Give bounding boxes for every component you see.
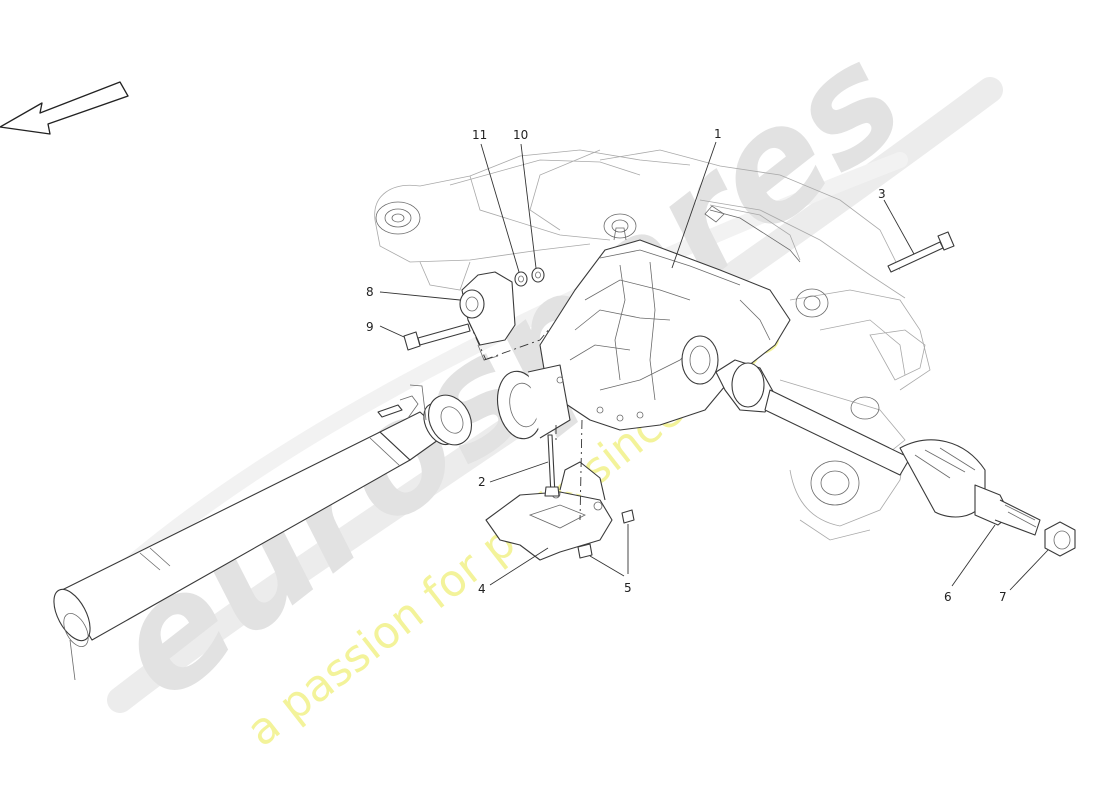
washers [514,267,545,287]
direction-arrow-icon [0,81,129,135]
callout-7: 7 [999,590,1007,604]
bolt-2 [544,434,560,497]
propeller-shaft [53,394,473,681]
callout-10: 10 [513,128,528,142]
watermark-swoosh [107,77,1003,713]
sensor-clip [377,384,427,421]
bolt-9 [403,323,471,351]
callout-2: 2 [478,475,486,489]
callout-11: 11 [472,128,487,142]
callout-3: 3 [878,187,886,201]
callout-1: 1 [714,127,722,141]
watermark-swoosh-2 [82,152,908,608]
leader-lines [379,141,1049,591]
drive-shaft [715,359,1041,536]
assembly-lines [467,319,583,521]
watermark-logo: eurospares [80,12,934,733]
differential-unit [496,227,791,440]
callout-labels: 1 2 3 4 5 6 7 8 9 10 11 [366,127,1007,604]
callout-6: 6 [944,590,952,604]
callout-5: 5 [624,581,632,595]
bolts-5 [577,509,635,559]
callout-8: 8 [366,285,374,299]
bolt-3 [887,231,955,273]
rear-subframe [374,149,931,541]
callout-9: 9 [366,320,374,334]
hub-nut [1044,521,1076,557]
callout-4: 4 [478,582,486,596]
